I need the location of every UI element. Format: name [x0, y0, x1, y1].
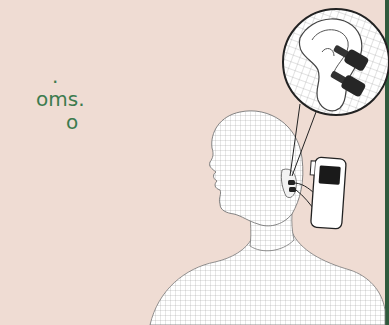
head [209, 111, 302, 226]
magnified-inset [283, 9, 389, 115]
caption-text: o [66, 112, 78, 132]
leader-line [290, 104, 316, 176]
controller-device [307, 157, 347, 229]
ear [281, 169, 296, 197]
earbud [288, 180, 295, 185]
earbud [289, 187, 296, 192]
caption-text: oms. [36, 89, 85, 109]
caption-text: . [52, 66, 58, 86]
